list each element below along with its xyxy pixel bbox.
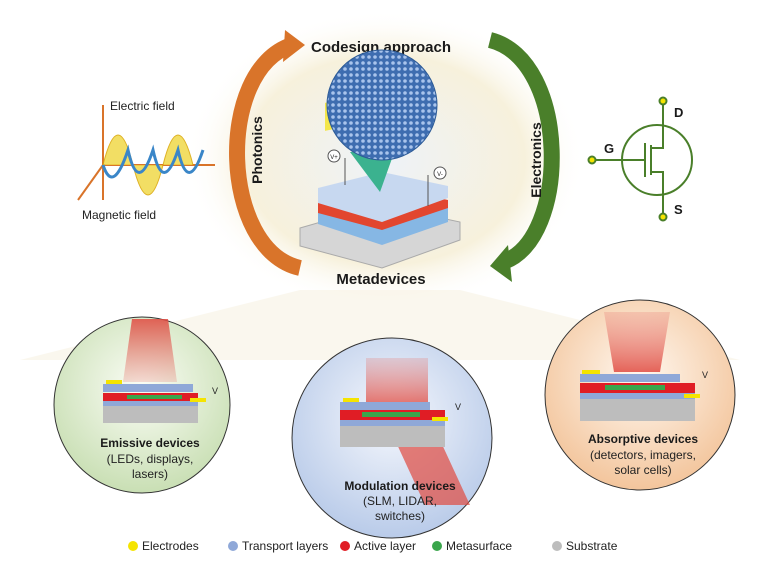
voltage-label: V	[212, 386, 218, 396]
drain-label: D	[674, 105, 683, 120]
metasurface-zoom	[326, 49, 438, 161]
device-desc: (SLM, LIDAR,	[363, 494, 437, 508]
em-wave-icon	[77, 105, 215, 201]
electric-field-label: Electric field	[110, 99, 175, 113]
electronics-arrow	[487, 32, 560, 270]
electronics-arrowhead-icon	[490, 245, 512, 282]
central-metadevice: V+ V-	[299, 49, 461, 269]
photonics-arrowhead-icon	[283, 30, 305, 62]
legend-label: Substrate	[566, 539, 618, 553]
device-title: Absorptive devices	[588, 432, 698, 446]
device-desc: (detectors, imagers,	[590, 448, 696, 462]
photonics-arrow	[229, 37, 303, 276]
legend-label: Metasurface	[446, 539, 512, 553]
device-desc: solar cells)	[614, 463, 671, 477]
v-plus-terminal	[327, 149, 341, 163]
device-desc: switches)	[375, 509, 425, 523]
v-minus-terminal	[433, 166, 447, 180]
legend-swatch	[128, 541, 138, 551]
modulation-device: V Modulation devices (SLM, LIDAR, switch…	[291, 337, 493, 539]
legend-label: Electrodes	[142, 539, 199, 553]
legend-swatch	[432, 541, 442, 551]
transistor-icon	[587, 96, 693, 222]
source-label: S	[674, 202, 683, 217]
legend-swatch	[340, 541, 350, 551]
legend-swatch	[552, 541, 562, 551]
device-title: Emissive devices	[100, 436, 200, 450]
v-plus-label: V+	[330, 155, 338, 161]
legend-label: Transport layers	[242, 539, 328, 553]
magnetic-field-label: Magnetic field	[82, 208, 156, 222]
device-desc: lasers)	[132, 467, 168, 481]
device-title: Modulation devices	[344, 479, 456, 493]
electronics-label: Electronics	[528, 122, 544, 198]
gate-label: G	[604, 141, 614, 156]
metasurface-pointer	[350, 150, 395, 192]
voltage-label: V	[455, 402, 461, 412]
photonics-label: Photonics	[249, 116, 265, 184]
center-label: Metadevices	[336, 271, 425, 288]
voltage-label: V	[702, 370, 708, 380]
emissive-device: V Emissive devices (LEDs, displays, lase…	[53, 316, 231, 494]
legend: Electrodes Transport layers Active layer…	[128, 539, 618, 553]
legend-swatch	[228, 541, 238, 551]
absorptive-device: V Absorptive devices (detectors, imagers…	[544, 299, 736, 491]
legend-label: Active layer	[354, 539, 416, 553]
title: Codesign approach	[311, 39, 451, 56]
device-desc: (LEDs, displays,	[107, 452, 194, 466]
v-minus-label: V-	[437, 172, 443, 178]
